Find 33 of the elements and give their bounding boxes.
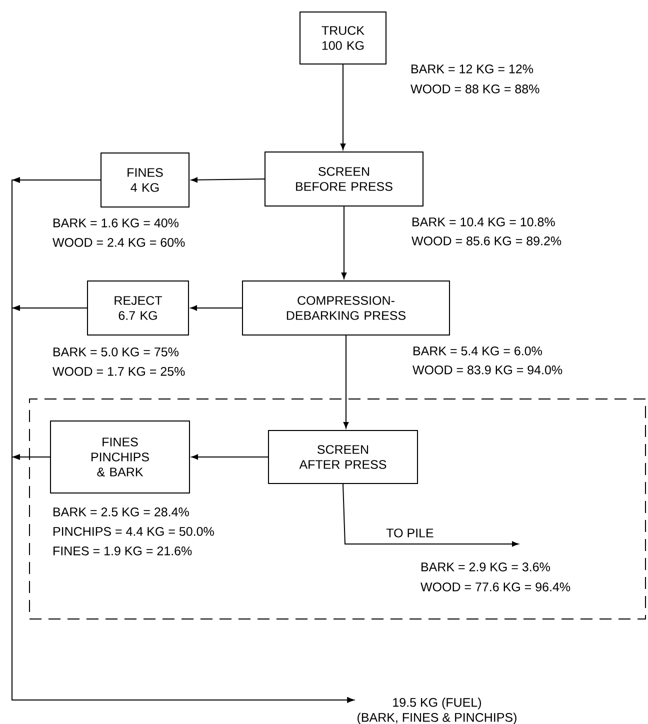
flow-label: BARK = 10.4 KG = 10.8%: [412, 218, 555, 226]
flow-label: BARK = 12 KG = 12%: [412, 64, 534, 74]
arrow: [340, 64, 346, 150]
process-box: COMPRESSION- DEBARKING PRESS: [242, 280, 450, 336]
flow-label: BARK = 2.9 KG = 3.6%: [422, 562, 550, 572]
arrow: [343, 335, 349, 428]
process-box: SCREEN AFTER PRESS: [268, 430, 418, 484]
output-text: 19.5 KG (FUEL) (BARK, FINES & PINCHIPS): [358, 698, 516, 724]
composition-text: BARK = 5.0 KG = 75%: [54, 348, 178, 356]
arrow: [341, 206, 347, 279]
flow-label: WOOD = 77.6 KG = 96.4%: [420, 582, 570, 592]
composition-text: PINCHIPS = 4.4 KG = 50.0%: [54, 527, 214, 536]
edge-label: TO PILE: [385, 528, 435, 538]
arrow: [342, 484, 518, 547]
process-box: TRUCK 100 KG: [300, 12, 386, 64]
arrow: [191, 177, 265, 183]
process-box: FINES 4 KG: [100, 152, 190, 208]
composition-text: BARK = 2.5 KG = 28.4%: [54, 508, 189, 516]
flow-label: BARK = 5.4 KG = 6.0%: [414, 346, 542, 356]
arrow: [12, 454, 354, 703]
composition-text: WOOD = 1.7 KG = 25%: [52, 367, 185, 376]
arrow: [192, 454, 268, 460]
flow-label: WOOD = 83.9 KG = 94.0%: [412, 366, 562, 374]
flow-label: WOOD = 88 KG = 88%: [410, 84, 540, 94]
process-box: SCREEN BEFORE PRESS: [264, 152, 424, 206]
arrow: [190, 305, 242, 311]
composition-text: FINES = 1.9 KG = 21.6%: [54, 546, 192, 556]
composition-text: WOOD = 2.4 KG = 60%: [52, 238, 185, 247]
flow-label: WOOD = 85.6 KG = 89.2%: [412, 236, 562, 246]
process-box: FINES PINCHIPS & BARK: [50, 420, 190, 494]
composition-text: BARK = 1.6 KG = 40%: [54, 218, 178, 228]
process-box: REJECT 6.7 KG: [87, 280, 189, 336]
dashed-region-box: [29, 398, 646, 620]
